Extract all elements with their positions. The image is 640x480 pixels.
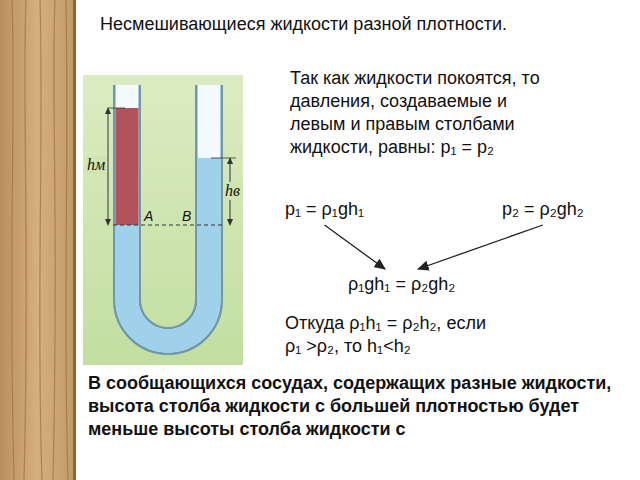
formula-text: p₂ = ρ₂gh₂ bbox=[502, 198, 584, 221]
extension-line bbox=[108, 108, 125, 109]
arrow-connector bbox=[418, 225, 543, 269]
tube-inside bbox=[127, 85, 209, 341]
point-label: B bbox=[182, 208, 191, 224]
formula-box: ρ₁gh₁ = ρ₂gh₂ bbox=[346, 272, 457, 297]
tube-glass bbox=[127, 85, 209, 341]
explanation-text: Так как жидкости покоятся, то давления, … bbox=[290, 67, 540, 159]
height-symbol: hм bbox=[86, 156, 106, 174]
arrow-connector bbox=[325, 225, 385, 269]
title: Несмешивающиеся жидкости разной плотност… bbox=[100, 13, 540, 36]
formula-box: p₂ = ρ₂gh₂ bbox=[500, 197, 586, 222]
formula-text: ρ₁gh₁ = ρ₂gh₂ bbox=[348, 273, 455, 296]
conclusion-formula: Откуда ρ₁h₁ = ρ₂h₂, если ρ₁ >ρ₂, то h₁<h… bbox=[285, 312, 505, 358]
wood-edge bbox=[73, 0, 76, 480]
height-symbol: hв bbox=[224, 182, 241, 200]
rule-text: В сообщающихся сосудах, содержащих разны… bbox=[88, 372, 628, 441]
formula-box: p₁ = ρ₁gh₁ bbox=[283, 197, 366, 222]
dimension-line bbox=[108, 110, 109, 223]
figure-background bbox=[83, 75, 243, 365]
wood-panel bbox=[0, 0, 75, 480]
level-line bbox=[113, 225, 223, 226]
extension-line bbox=[211, 158, 236, 159]
water bbox=[127, 158, 209, 341]
point-label: A bbox=[144, 208, 153, 224]
formula-text: p₁ = ρ₁gh₁ bbox=[285, 198, 364, 221]
wood-grain bbox=[12, 0, 68, 480]
oil bbox=[116, 108, 139, 225]
